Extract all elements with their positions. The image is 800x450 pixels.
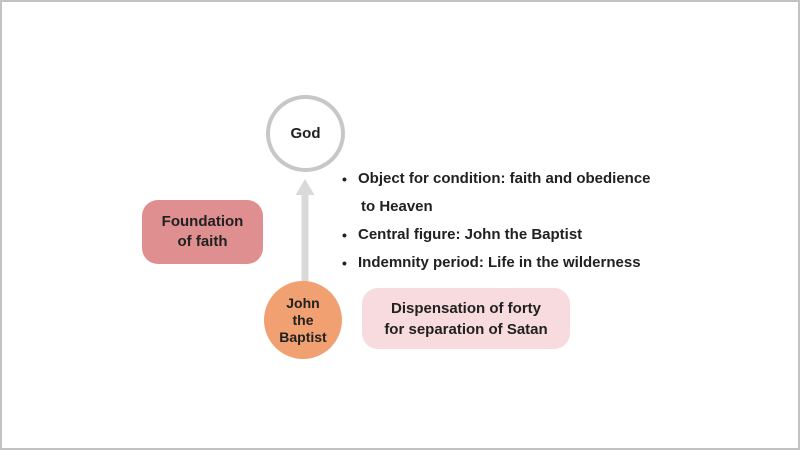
john-the-baptist-circle-shape: John the Baptist [264,281,342,359]
foundation-box-label-line: Foundation [161,213,244,230]
bullet-item-indemnity-period: • Indemnity period: Life in the wilderne… [342,249,692,277]
god-circle-label: God [290,125,321,142]
bullet-text: Central figure: John the Baptist [358,221,692,249]
john-circle-label-line: John [286,294,320,311]
dispensation-box: Dispensation of forty for separation of … [362,288,570,349]
up-arrow-icon [295,179,315,282]
bullet-line: to Heaven [361,198,433,215]
bullet-item-central-figure: • Central figure: John the Baptist [342,221,692,249]
bullet-list: • Object for condition: faith and obedie… [342,165,692,277]
bullet-dot-icon: • [342,255,347,271]
bullet-dot-icon: • [342,227,347,243]
foundation-box-label-line: of faith [177,233,228,250]
bullet-item-object-for-condition: • Object for condition: faith and obedie… [342,165,692,221]
bullet-line: Indemnity period: Life in the wilderness [358,254,641,271]
foundation-of-faith-box: Foundation of faith [142,200,263,264]
bullet-line: Central figure: John the Baptist [358,226,583,243]
god-circle-shape: God [266,95,345,172]
dispensation-box-label-line: for separation of Satan [384,320,548,338]
dispensation-box-label-line: Dispensation of forty [390,299,541,317]
john-circle-label-line: Baptist [279,328,327,345]
john-circle-label-line: the [292,311,314,328]
bullet-dot-icon: • [342,171,347,187]
bullet-text: Object for condition: faith and obedienc… [358,165,692,221]
bullet-text: Indemnity period: Life in the wilderness [358,249,692,277]
bullet-line: Object for condition: faith and obedienc… [358,170,651,187]
